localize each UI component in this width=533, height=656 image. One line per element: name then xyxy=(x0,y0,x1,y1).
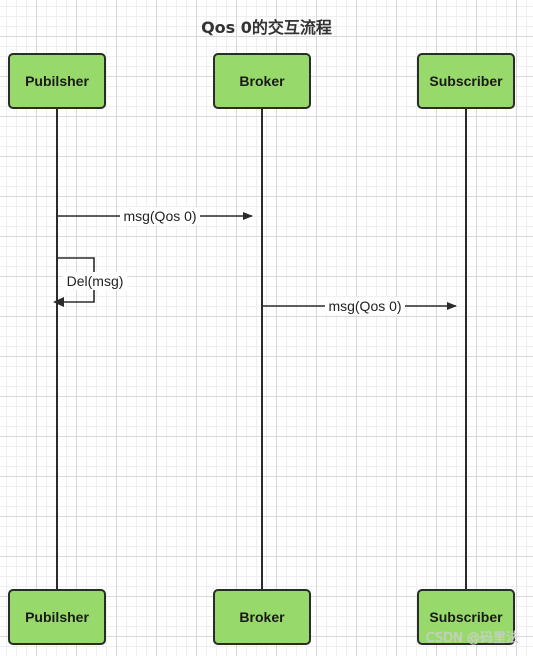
message-label: msg(Qos 0) xyxy=(328,298,401,314)
participant-label: Broker xyxy=(239,609,285,625)
participant-broker-bottom: Broker xyxy=(213,589,311,645)
message-publish-to-broker: msg(Qos 0) xyxy=(57,207,253,225)
participant-broker-top: Broker xyxy=(213,53,311,109)
participant-label: Broker xyxy=(239,73,285,89)
message-broker-to-subscriber: msg(Qos 0) xyxy=(262,297,457,315)
participant-publisher-top: Pubilsher xyxy=(8,53,106,109)
participant-subscriber-bottom: Subscriber xyxy=(417,589,515,645)
message-label: msg(Qos 0) xyxy=(123,208,196,224)
participant-label: Subscriber xyxy=(429,609,503,625)
participant-label: Subscriber xyxy=(429,73,503,89)
participant-label: Pubilsher xyxy=(25,73,89,89)
participant-publisher-bottom: Pubilsher xyxy=(8,589,106,645)
participant-label: Pubilsher xyxy=(25,609,89,625)
watermark: CSDN @码里法 xyxy=(425,631,519,646)
participant-subscriber-top: Subscriber xyxy=(417,53,515,109)
diagram-title: Qos 0的交互流程 xyxy=(201,18,332,37)
message-label: Del(msg) xyxy=(67,273,124,289)
message-publisher-self-delete: Del(msg) xyxy=(53,257,127,307)
